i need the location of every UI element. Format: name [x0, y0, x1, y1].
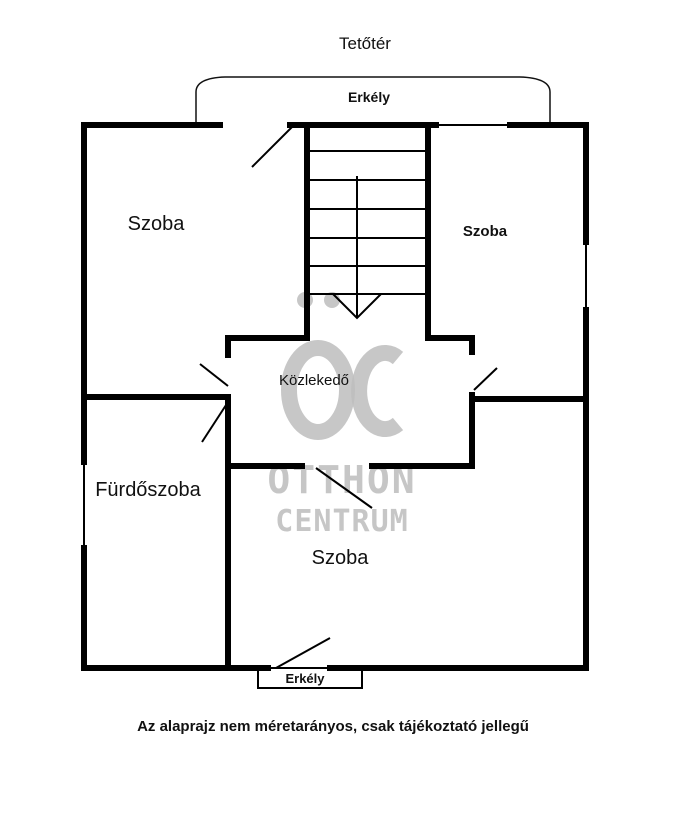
balcony-top-label: Erkély	[348, 89, 390, 105]
disclaimer-note: Az alaprajz nem méretarányos, csak tájék…	[137, 718, 529, 735]
room-label-bottom: Szoba	[312, 547, 370, 569]
door-bottom-room	[315, 467, 373, 509]
door-corridor-right	[473, 367, 498, 391]
outer-walls	[81, 122, 589, 671]
room-label-top-left: Szoba	[128, 213, 186, 235]
door-corridor-left-lower	[201, 401, 229, 443]
watermark-letter-o	[281, 340, 355, 440]
interior-walls	[81, 122, 589, 671]
plan-title: Tetőtér	[339, 34, 391, 53]
balcony-bottom-label: Erkély	[285, 671, 325, 686]
room-label-bathroom: Fürdőszoba	[95, 479, 201, 501]
stair-direction-arrow-icon	[332, 293, 382, 320]
doors	[199, 126, 498, 669]
door-top-left-room	[251, 126, 293, 168]
otthon-centrum-watermark: ÖC OTTHON CENTRUM	[267, 292, 415, 539]
balcony-top-outline	[195, 76, 551, 122]
door-corridor-left-upper	[199, 363, 229, 387]
staircase	[307, 150, 428, 320]
room-label-top-right: Szoba	[463, 223, 508, 240]
balcony-bottom-outline	[257, 667, 363, 689]
watermark-letter-c	[351, 345, 404, 437]
watermark-line-centrum: CENTRUM	[275, 504, 408, 539]
door-bottom-balcony	[275, 637, 331, 669]
room-label-corridor: Közlekedő	[279, 372, 349, 389]
